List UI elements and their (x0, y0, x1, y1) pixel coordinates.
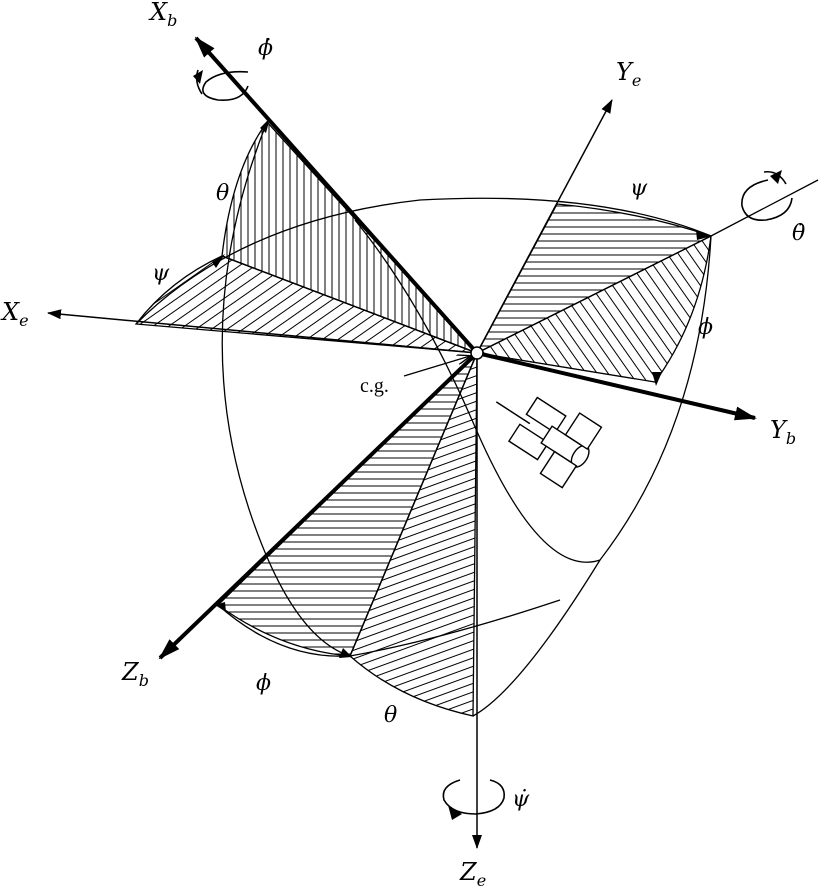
label-phi-dot: ϕ̇ (258, 36, 273, 61)
radial-line-upper (221, 255, 478, 354)
label-xe: Xe (0, 298, 29, 330)
label-ze: Ze (459, 858, 486, 890)
axis-xe (47, 309, 478, 354)
rotation-arrow-psi-dot-icon (442, 779, 506, 820)
label-ye: Ye (616, 58, 641, 90)
label-theta-upper: θ (216, 181, 229, 206)
label-phi-right: ϕ (698, 315, 713, 340)
label-yb: Yb (770, 416, 796, 448)
radial-line-lower (349, 352, 478, 657)
arc-arrow-psi-left (212, 254, 225, 268)
arc-arrow-theta (260, 118, 270, 133)
rotation-arrow-phi-dot-icon (193, 69, 249, 102)
arc-horizontal-top (135, 197, 712, 325)
satellite-icon (495, 396, 603, 489)
arc-arrow-psi-right (696, 230, 712, 240)
label-psi-left: ψ (152, 261, 170, 286)
axis-y-extension (710, 179, 819, 237)
label-psi-dot: ψ̇ (512, 787, 530, 812)
rotation-arrow-theta-dot-icon (741, 170, 793, 222)
arc-outer-left (221, 121, 351, 657)
label-theta-lower: θ (384, 703, 397, 728)
axis-zb (158, 351, 479, 660)
arc-arrow-theta-lower (339, 648, 352, 658)
theta-sector-lower (349, 352, 478, 717)
label-phi-lower: ϕ (256, 671, 271, 696)
label-zb: Zb (121, 658, 149, 690)
radial-line-right (476, 203, 558, 354)
label-theta-dot: θ̇ (792, 221, 805, 246)
label-psi-right: ψ (630, 176, 648, 201)
cg-leader-line (403, 356, 470, 377)
cg-point (470, 346, 484, 360)
arc-outer-right (472, 235, 712, 717)
axis-yb (476, 351, 757, 421)
arc-arrow-phi-right (652, 372, 662, 386)
label-xb: Xb (148, 0, 177, 30)
label-cg: c.g. (360, 375, 389, 397)
arc-inner (354, 219, 601, 563)
axis-xb (194, 36, 479, 355)
